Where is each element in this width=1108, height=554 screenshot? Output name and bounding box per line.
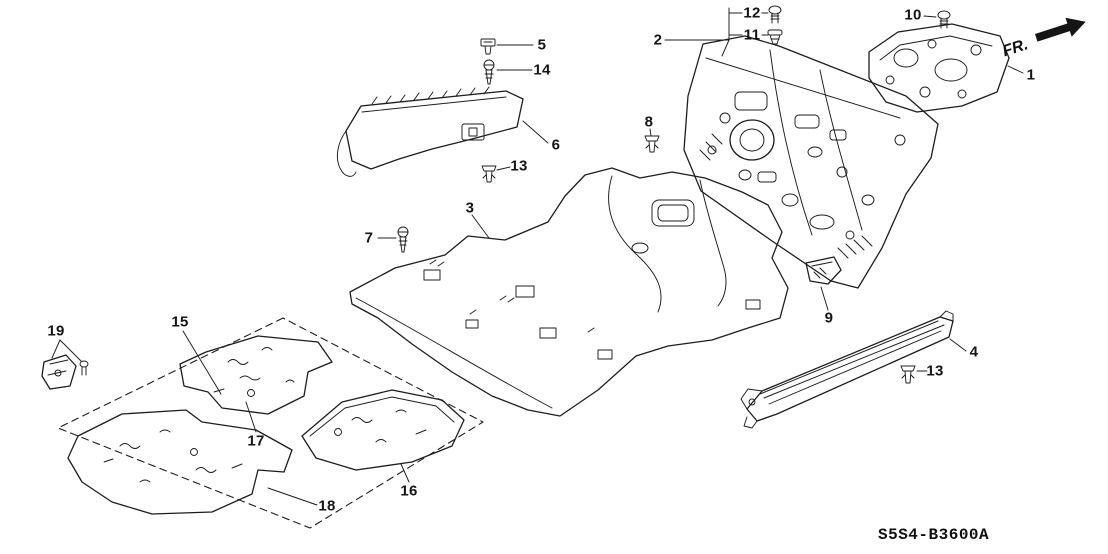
part-label-9: 9 <box>824 309 834 327</box>
part-label-2: 2 <box>653 31 663 49</box>
part-label-11: 11 <box>743 26 761 44</box>
clip-5-icon <box>480 38 496 55</box>
clip-13-rear-icon <box>900 365 916 384</box>
part-label-3: 3 <box>465 199 475 217</box>
floor-mat-18 <box>67 409 293 515</box>
fr-arrow-icon <box>1035 17 1086 42</box>
part-label-19: 19 <box>47 322 65 340</box>
screw-14-icon <box>483 59 495 85</box>
part-label-15: 15 <box>171 313 189 331</box>
part-label-17: 17 <box>247 432 265 450</box>
clip-8-icon <box>644 135 660 153</box>
floor-mat-17 <box>179 335 333 415</box>
bolt-10-icon <box>937 10 951 29</box>
part-label-13b: 13 <box>926 362 944 380</box>
part-label-16: 16 <box>400 482 418 500</box>
screw-7-icon <box>397 226 409 253</box>
floor-carpet-3 <box>349 167 789 417</box>
floor-mat-16 <box>301 389 465 471</box>
diagram-code: S5S4-B3600A <box>878 526 990 544</box>
leader-lines <box>51 7 1024 506</box>
part-label-8: 8 <box>644 113 654 131</box>
sill-garnish-4 <box>740 310 954 429</box>
part-label-5: 5 <box>537 36 547 54</box>
part-label-7: 7 <box>364 229 374 247</box>
fr-arrow: FR. <box>1000 17 1086 60</box>
front-trim-6 <box>336 86 524 177</box>
rear-bulkhead-panel <box>868 23 1010 113</box>
fr-label: FR. <box>1000 36 1030 60</box>
part-label-12: 12 <box>743 4 761 22</box>
clip-13-front-icon <box>481 165 497 183</box>
part-label-4: 4 <box>969 343 979 361</box>
part-label-14: 14 <box>533 61 551 79</box>
bracket-9 <box>805 256 842 285</box>
part-label-10: 10 <box>904 6 922 24</box>
bracket-19 <box>41 354 89 390</box>
grommet-11-icon <box>767 29 783 45</box>
mat-set-boundary <box>57 317 484 529</box>
part-label-13a: 13 <box>510 157 528 175</box>
part-label-1: 1 <box>1026 66 1036 84</box>
bolt-12-icon <box>768 5 782 24</box>
part-label-18: 18 <box>318 497 336 515</box>
dash-insulator-panel <box>683 35 939 289</box>
part-label-6: 6 <box>551 136 561 154</box>
